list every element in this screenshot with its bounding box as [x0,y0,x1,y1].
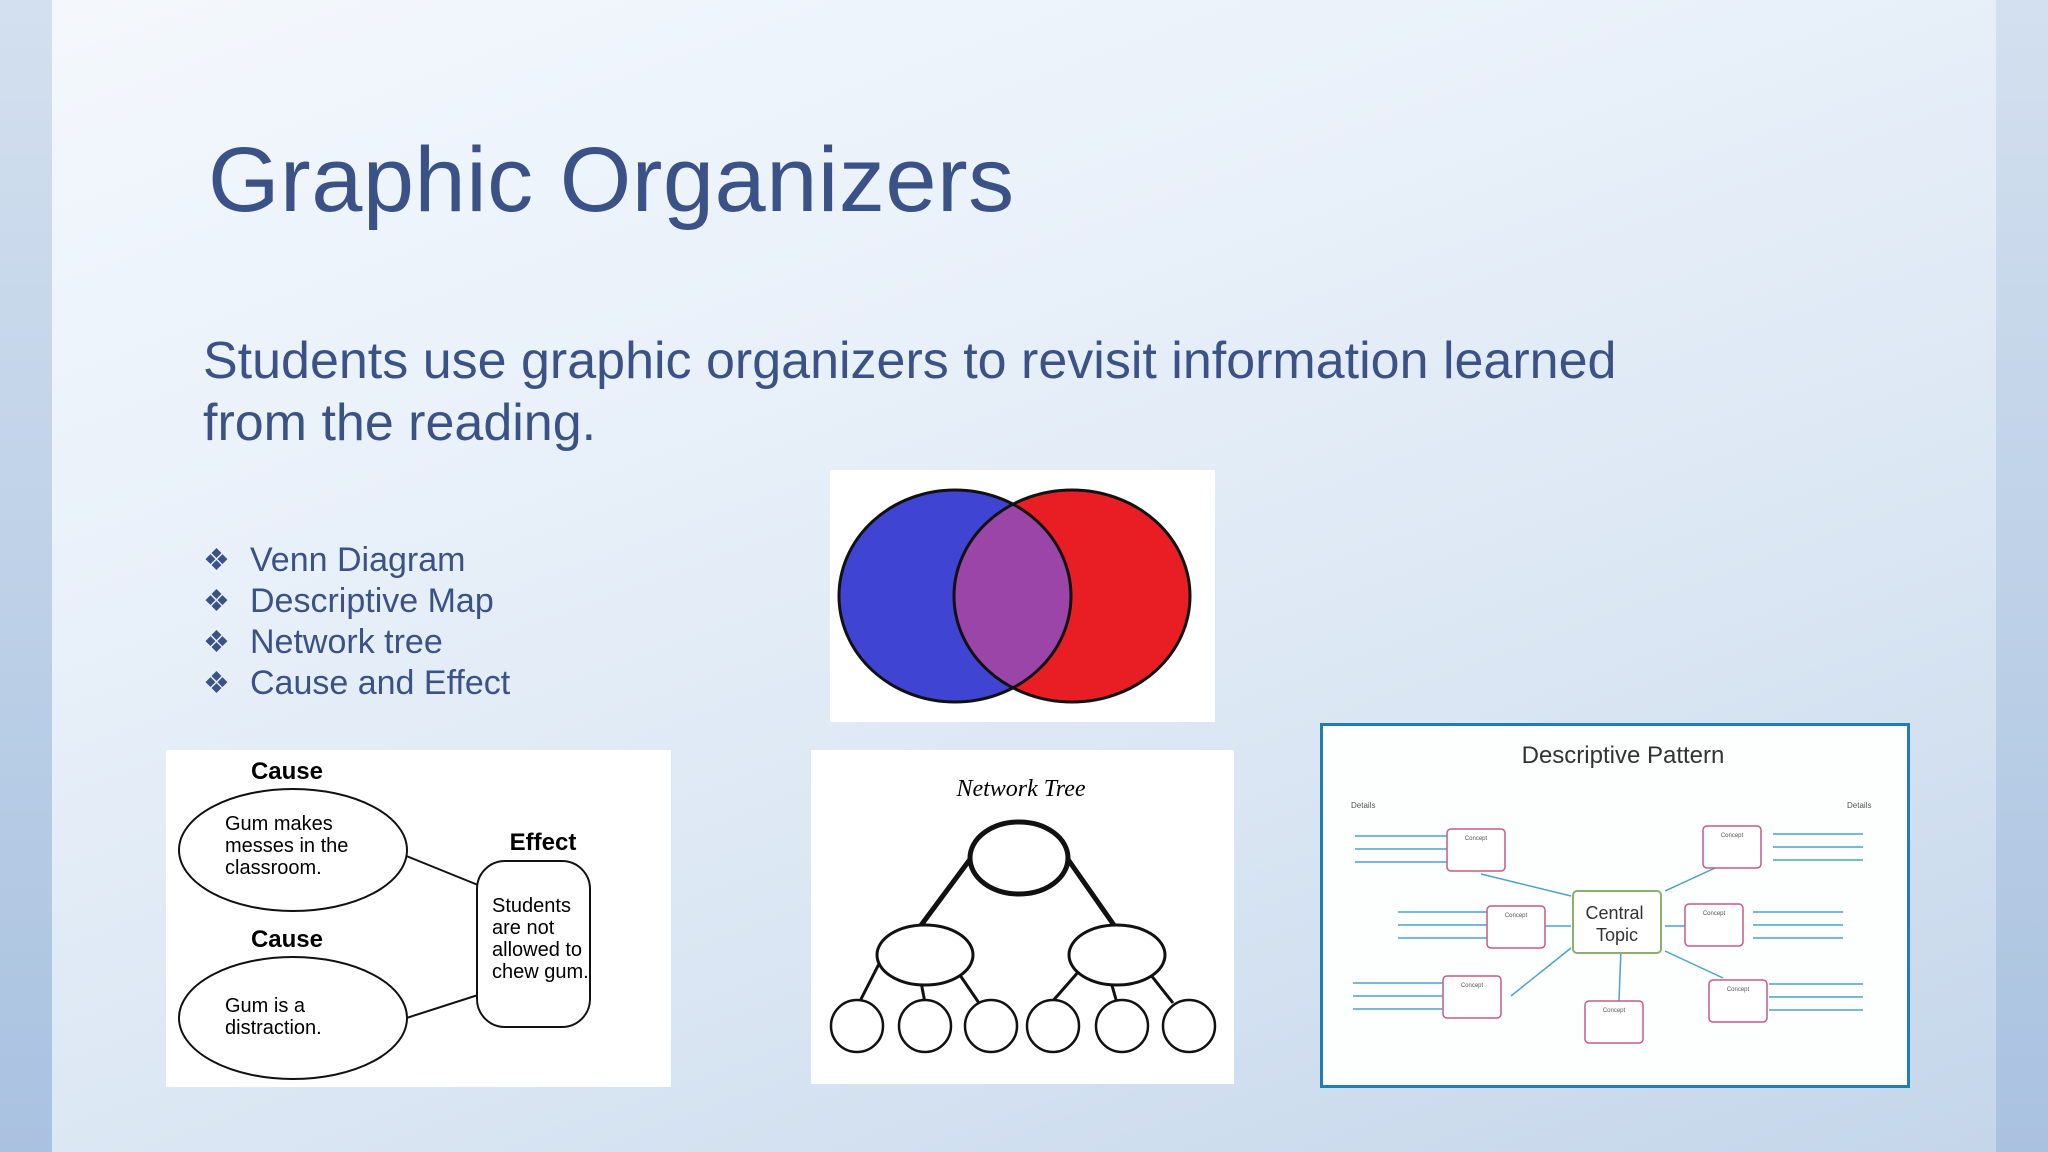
venn-overlap [954,490,1071,702]
network-tree-title: Network Tree [955,776,1085,802]
concept-label: Concept [1465,836,1488,842]
concept-label: Concept [1727,987,1750,993]
bullet-text: Venn Diagram [250,541,466,579]
cause-text-1: Gum makes messes in the classroom. [225,813,354,879]
four-diamond-bullet-icon: ❖ [203,585,230,618]
effect-heading: Effect [510,829,577,856]
left-edge-band [0,0,52,1152]
concept-label: Concept [1721,833,1744,839]
slide-subtitle: Students use graphic organizers to revis… [203,332,1617,452]
slide-title: Graphic Organizers [208,129,1015,231]
central-topic-text: Central Topic [1585,903,1648,945]
bullet-item: ❖ Descriptive Map [203,581,510,622]
effect-text: Students are not allowed to chew gum. [492,895,589,983]
cause-heading-2: Cause [251,926,323,953]
concept-label: Concept [1461,983,1484,989]
bullet-item: ❖ Network tree [203,622,510,663]
bullet-text: Descriptive Map [250,582,494,620]
bullet-text: Network tree [250,623,443,661]
concept-label: Concept [1603,1008,1626,1014]
bullet-item: ❖ Cause and Effect [203,663,510,704]
four-diamond-bullet-icon: ❖ [203,626,230,659]
details-left-label: Details [1351,801,1375,810]
network-tree-image: Network Tree [811,750,1234,1084]
descriptive-pattern-image: Descriptive Pattern Details Details [1320,723,1910,1088]
descriptive-pattern-title: Descriptive Pattern [1522,742,1725,769]
venn-diagram-image [830,470,1215,722]
four-diamond-bullet-icon: ❖ [203,544,230,577]
cause-effect-diagram-image: Cause Gum makes messes in the classroom.… [166,750,671,1087]
right-edge-band [1996,0,2048,1152]
four-diamond-bullet-icon: ❖ [203,667,230,700]
bullet-item: ❖ Venn Diagram [203,540,510,581]
details-right-label: Details [1847,801,1871,810]
cause-text-2: Gum is a distraction. [225,995,322,1039]
cause-heading-1: Cause [251,758,323,785]
bullet-text: Cause and Effect [250,664,511,702]
bullet-list: ❖ Venn Diagram ❖ Descriptive Map ❖ Network … [203,540,510,704]
concept-label: Concept [1703,911,1726,917]
concept-label: Concept [1505,913,1528,919]
